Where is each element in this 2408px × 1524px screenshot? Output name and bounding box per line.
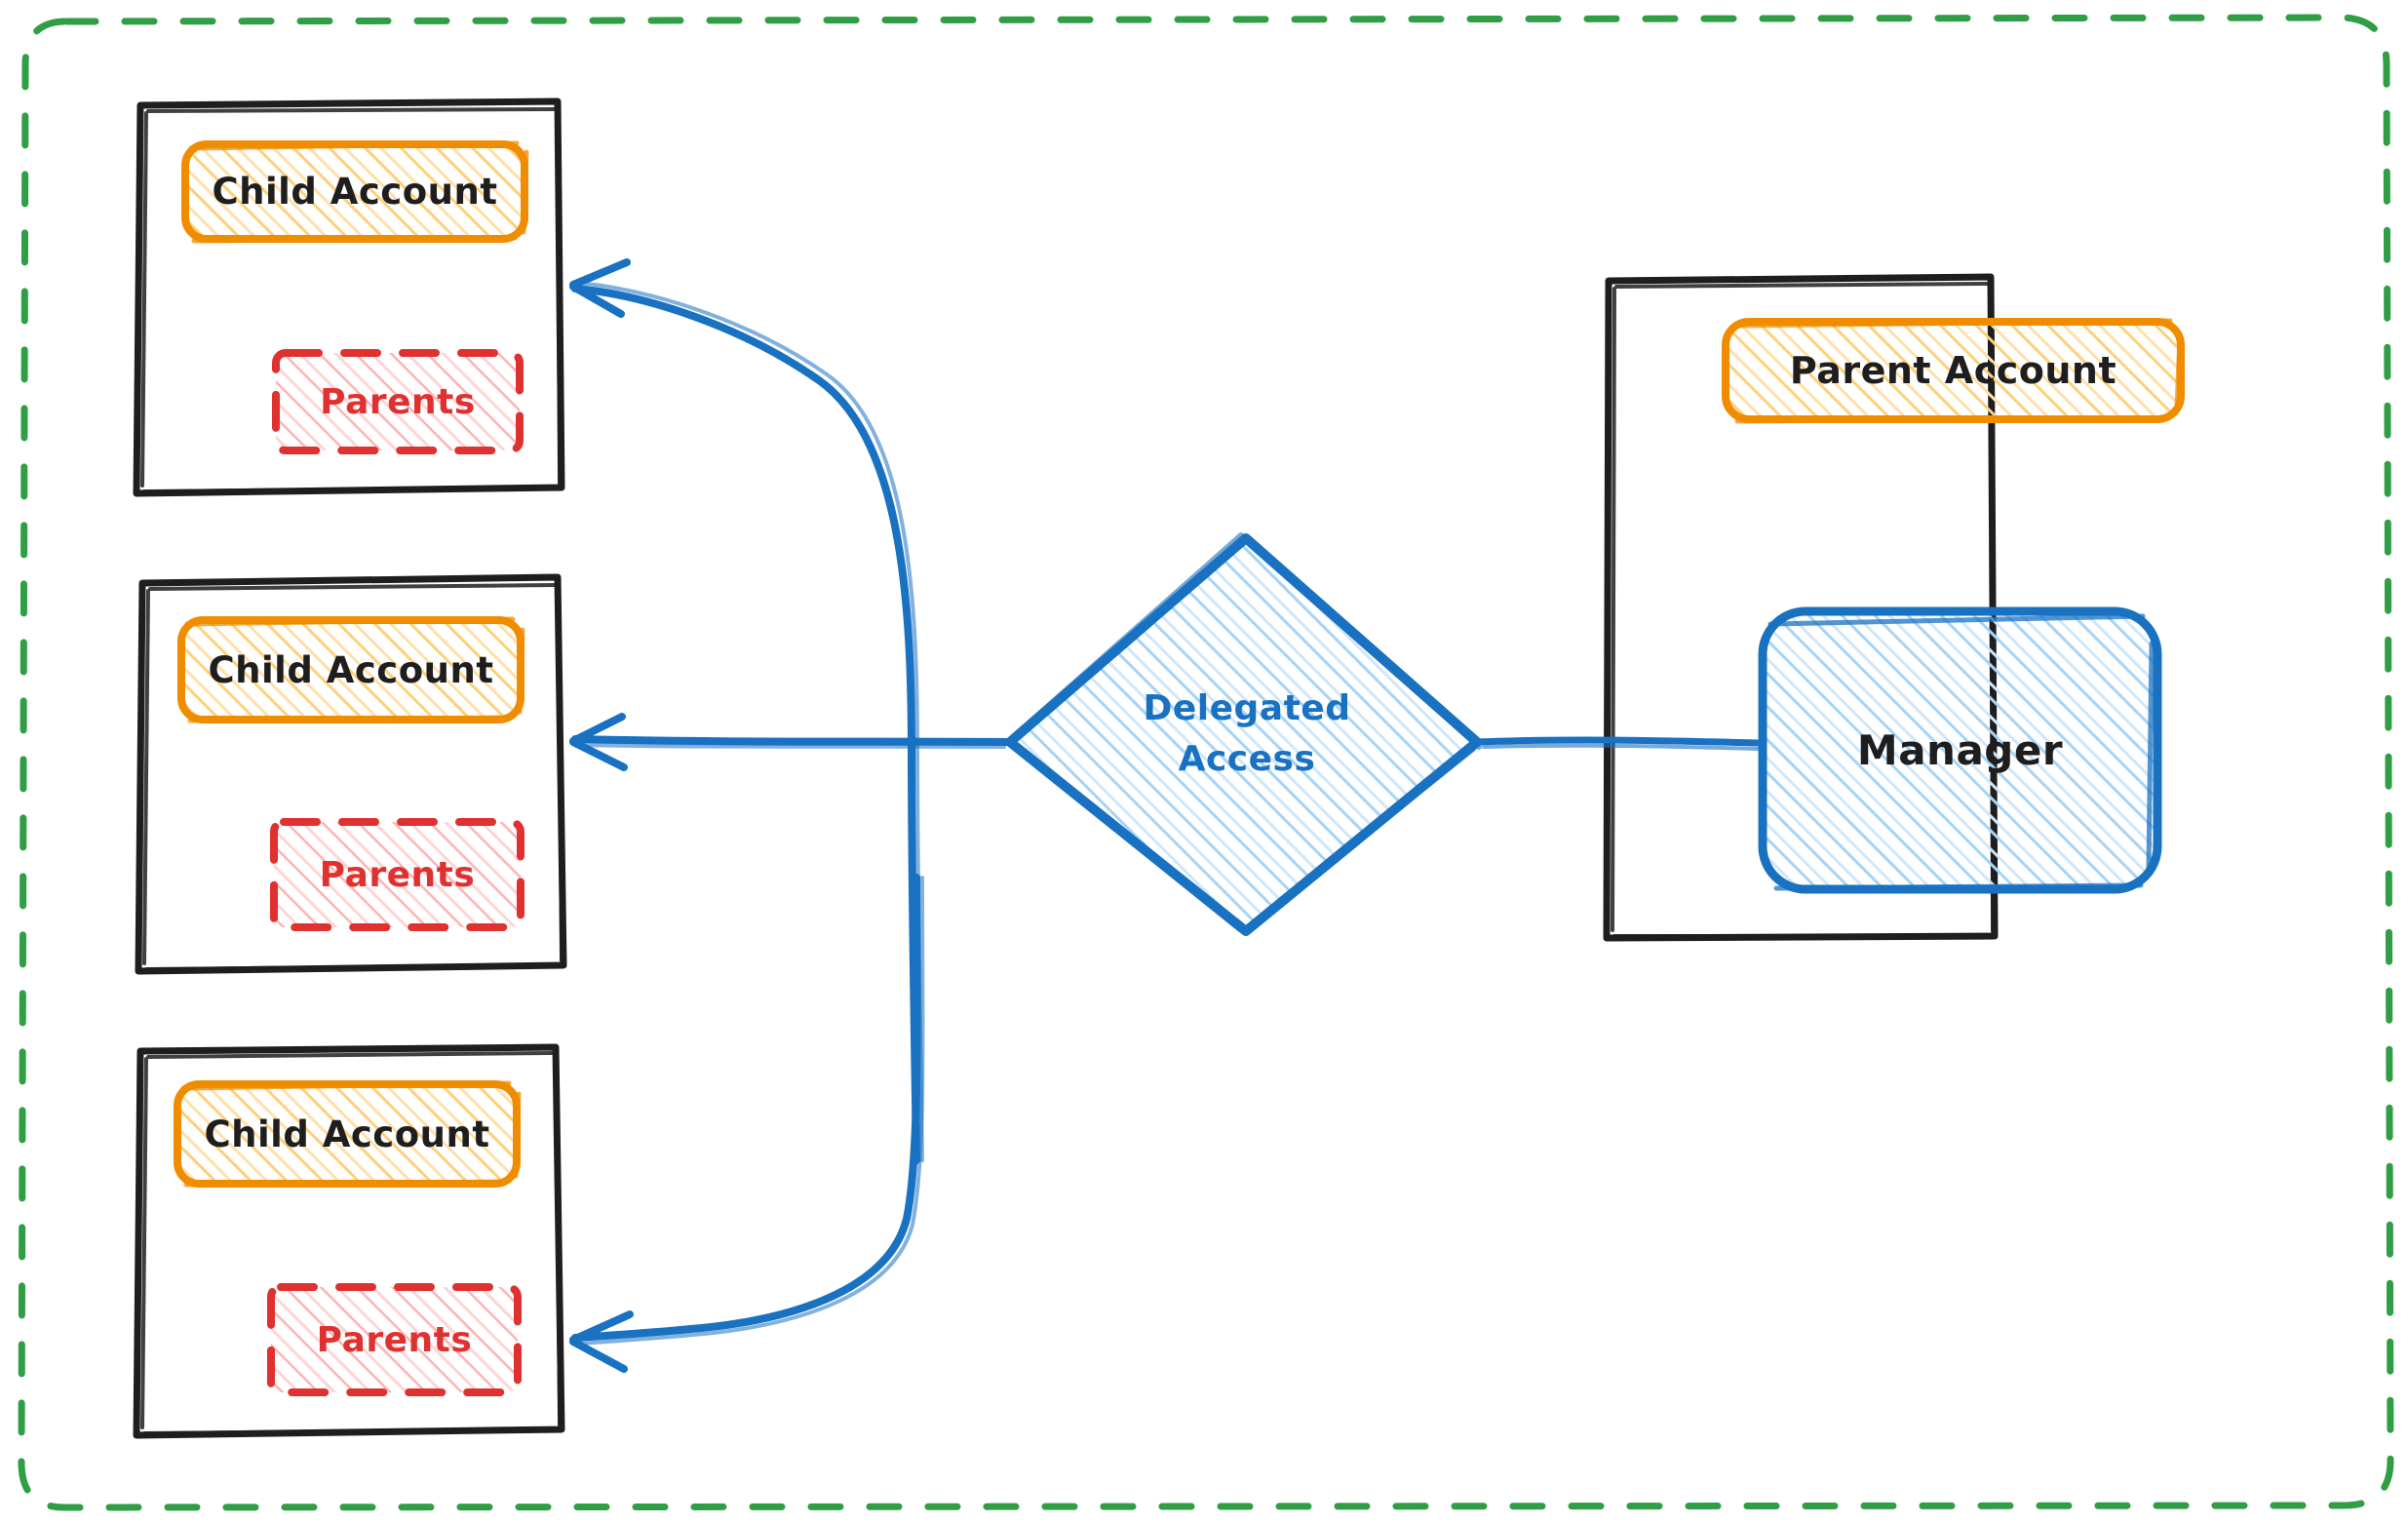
child-account-pill-2[interactable] [177, 616, 525, 723]
manager-pill[interactable] [1758, 606, 2162, 894]
child-account-pill-3[interactable] [174, 1080, 522, 1188]
parents-box-1[interactable] [272, 349, 524, 454]
delegated-access-diamond[interactable] [1005, 532, 1482, 936]
arrow-to-child-2[interactable] [569, 713, 1012, 771]
arrow-to-child-3[interactable] [569, 874, 925, 1373]
arrow-to-child-1[interactable] [569, 258, 924, 1164]
parents-box-2[interactable] [270, 818, 524, 931]
link-manager-to-delegated-access[interactable] [1474, 736, 1765, 751]
parent-account-pill[interactable] [1722, 318, 2185, 424]
organization-boundary [18, 14, 2394, 1511]
child-account-pill-1[interactable] [181, 140, 529, 244]
parents-box-3[interactable] [267, 1283, 522, 1396]
